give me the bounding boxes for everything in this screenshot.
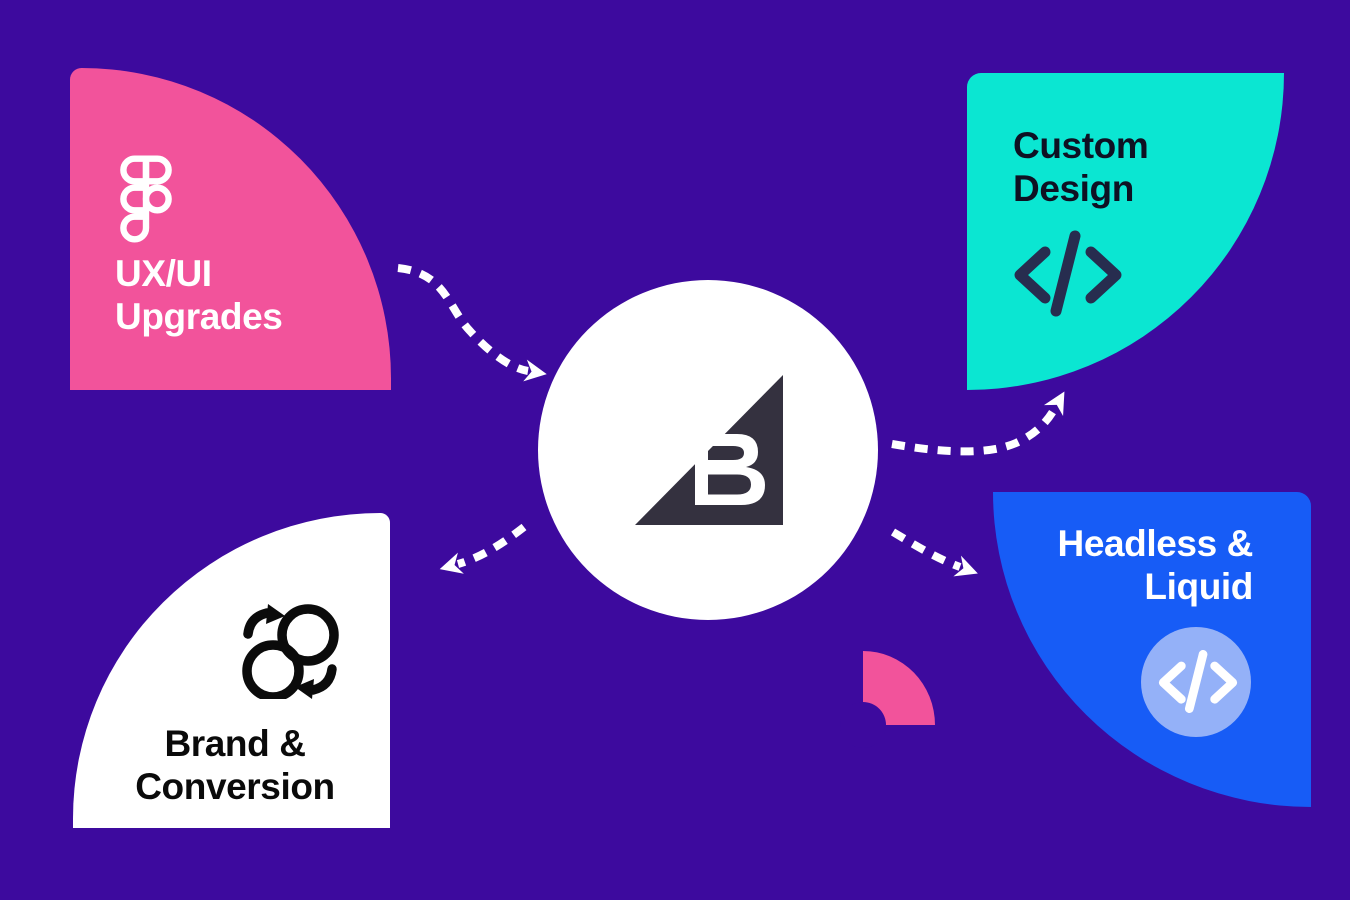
arrow-center-to-headless [890,528,978,577]
title-line: Liquid [1144,566,1253,607]
title-line: Headless & [1057,523,1254,564]
sync-circles-icon [242,604,339,699]
card-title-brand-conversion: Brand & Conversion [75,722,395,808]
bigcommerce-logo [635,375,783,525]
title-line: Upgrades [115,296,283,337]
arrow-center-to-custom [891,391,1065,456]
title-line: Brand & [164,723,306,764]
code-icon [1158,650,1238,713]
code-icon [1014,230,1122,317]
title-line: Custom [1013,125,1149,166]
card-title-custom-design: Custom Design [1013,124,1149,210]
title-line: Design [1013,168,1134,209]
title-line: Conversion [135,766,335,807]
card-title-headless-liquid: Headless & Liquid [993,522,1254,608]
title-line: UX/UI [115,253,212,294]
figma-icon [120,155,172,243]
arrow-ux-to-center [397,264,547,382]
card-title-ux-ui-upgrades: UX/UI Upgrades [115,252,283,338]
arrow-center-to-brand [439,523,527,574]
